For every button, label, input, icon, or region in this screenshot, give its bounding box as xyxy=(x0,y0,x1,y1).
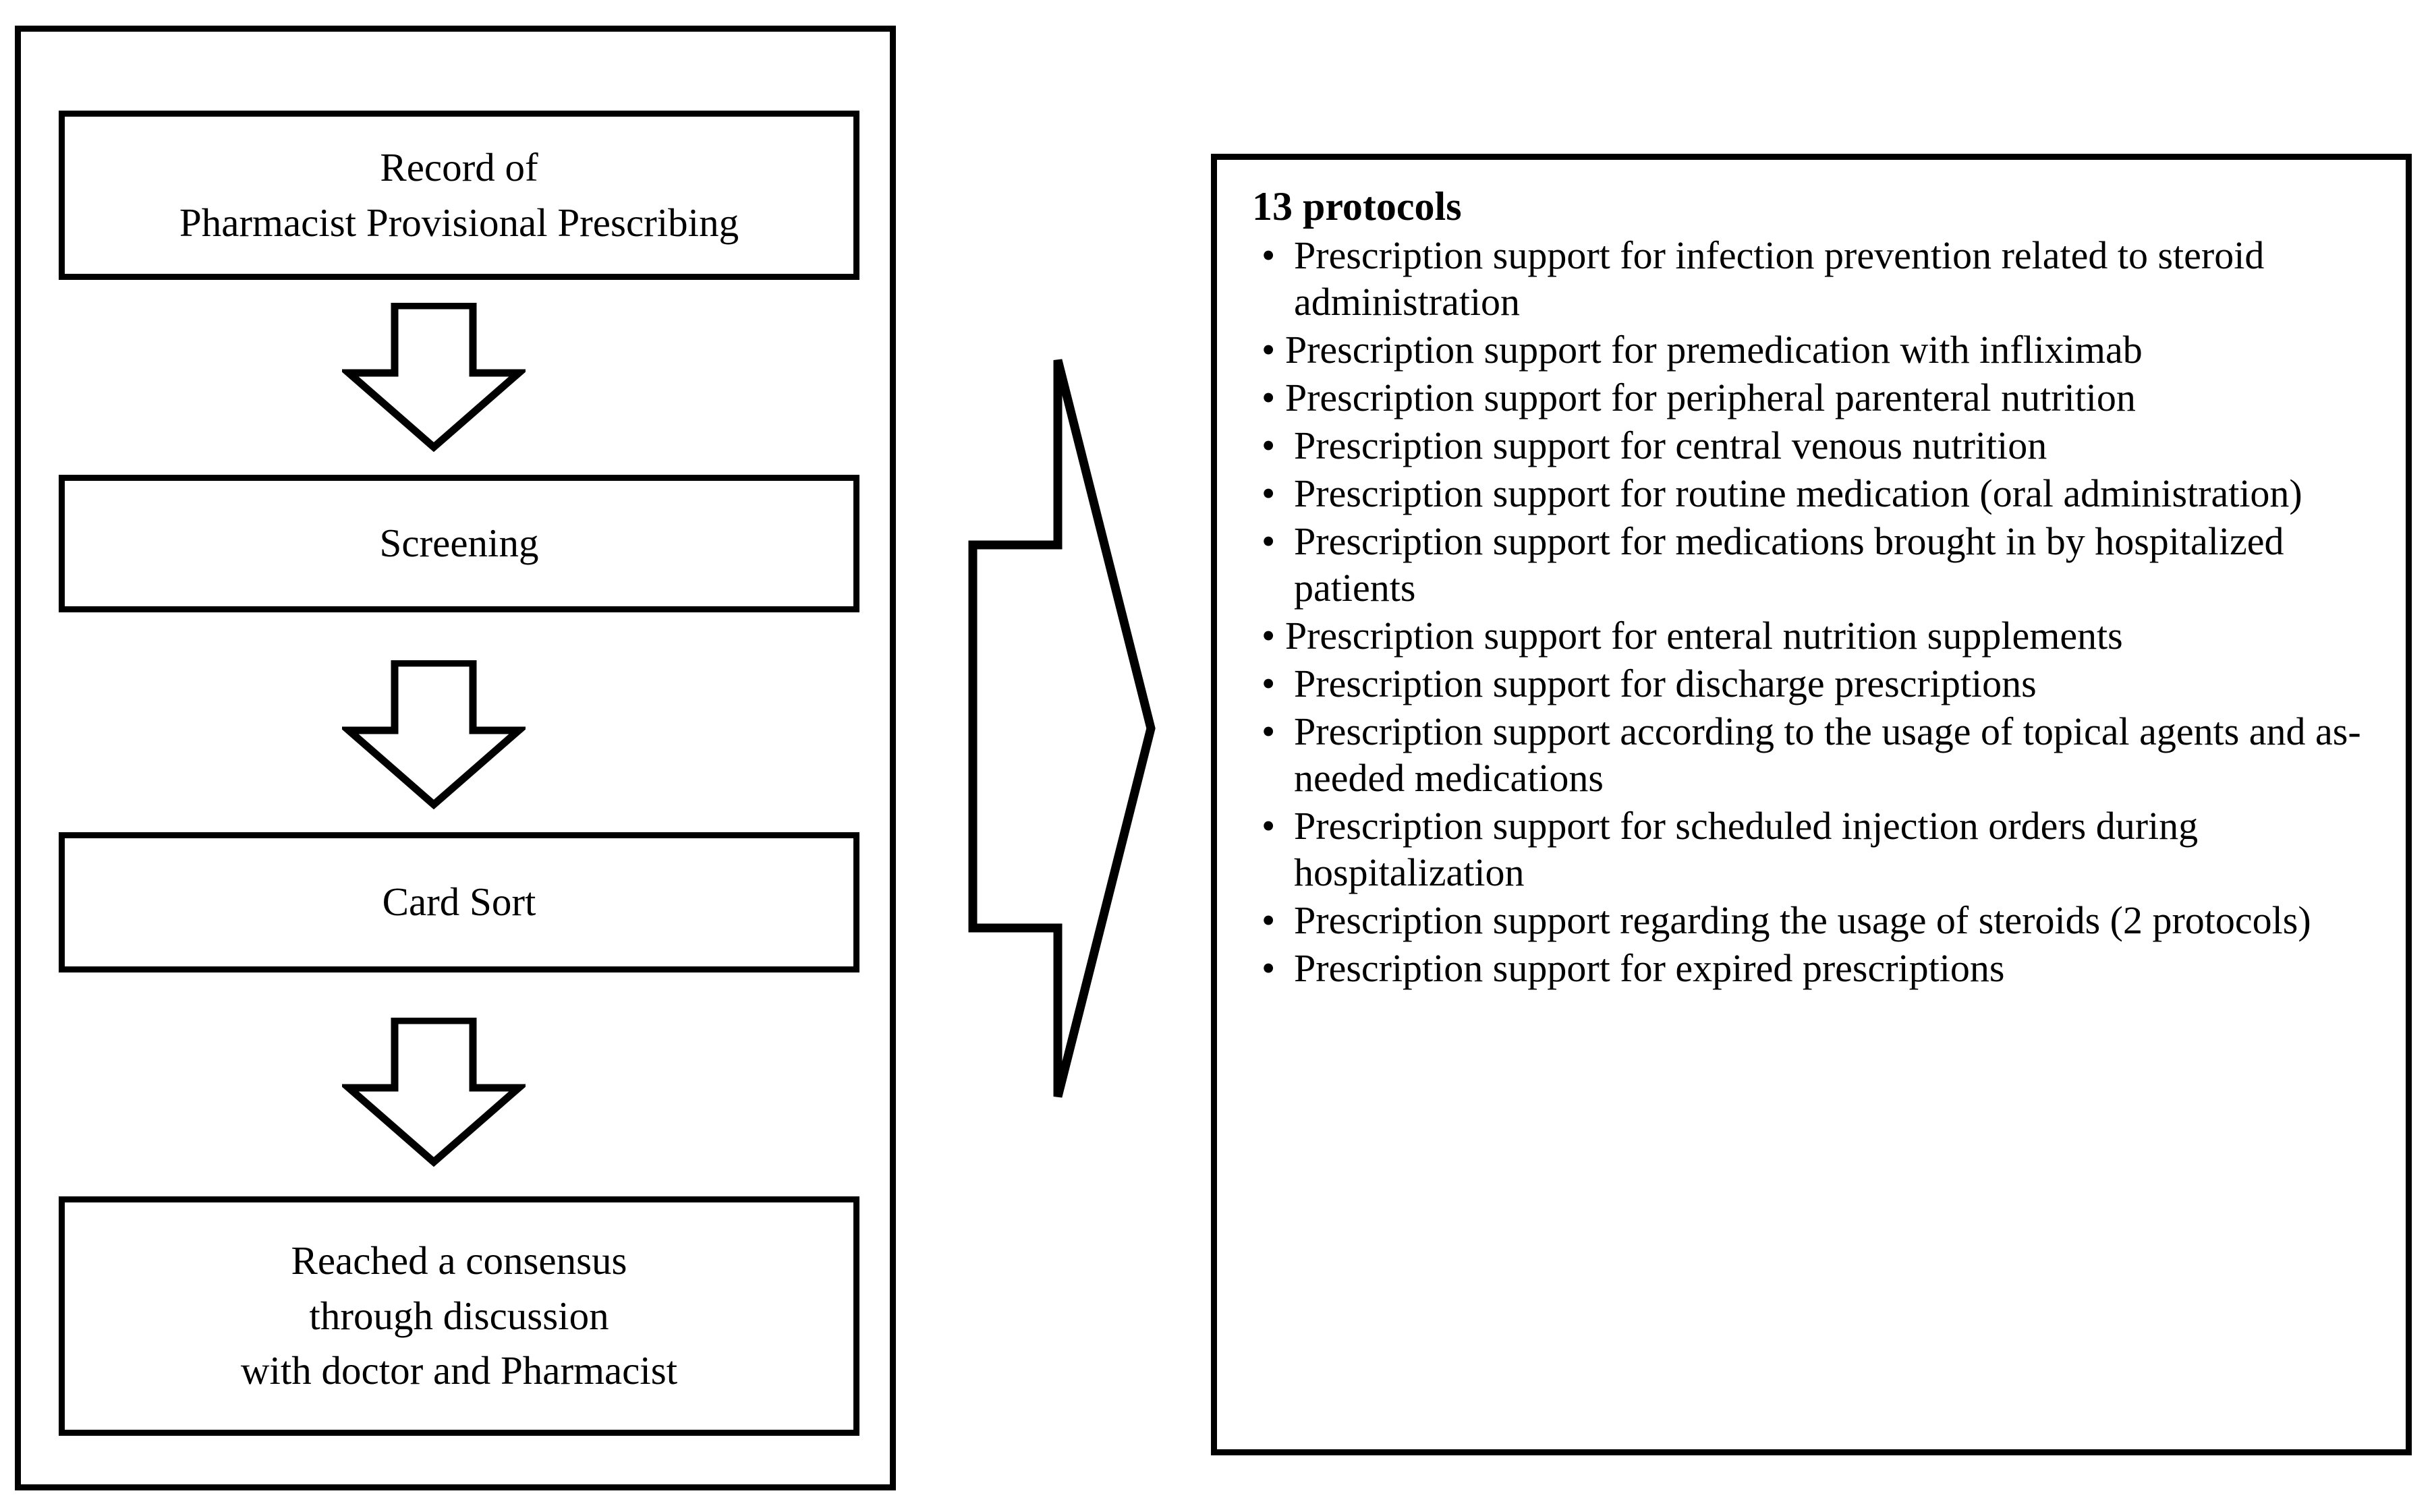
list-item: Prescription support for routine medicat… xyxy=(1240,470,2385,517)
flow-step-consensus-line-1: Reached a consensus xyxy=(291,1238,627,1283)
list-item: Prescription support for medications bro… xyxy=(1240,518,2385,611)
flow-step-cardsort: Card Sort xyxy=(59,832,859,972)
list-item-text: Prescription support for peripheral pare… xyxy=(1284,376,2136,420)
flow-step-consensus-line-3: with doctor and Pharmacist xyxy=(240,1348,678,1393)
flow-step-cardsort-line-1: Card Sort xyxy=(382,879,536,925)
bullet-icon: • xyxy=(1262,376,1276,420)
list-item: • Prescription support for peripheral pa… xyxy=(1240,374,2385,421)
list-item: • Prescription support for enteral nutri… xyxy=(1240,612,2385,659)
list-item-text: Prescription support for premedication w… xyxy=(1284,328,2143,372)
down-arrow-icon xyxy=(342,303,526,453)
protocols-list: Prescription support for infection preve… xyxy=(1240,232,2385,991)
flow-step-record-line-1: Record of xyxy=(380,145,538,190)
right-arrow-icon xyxy=(944,351,1228,1106)
protocols-panel: 13 protocols Prescription support for in… xyxy=(1211,154,2412,1455)
list-item: Prescription support according to the us… xyxy=(1240,708,2385,801)
list-item: • Prescription support for premedication… xyxy=(1240,326,2385,373)
down-arrow-icon xyxy=(342,660,526,810)
flow-step-screening: Screening xyxy=(59,475,859,612)
flowchart-panel: Record of Pharmacist Provisional Prescri… xyxy=(15,26,896,1490)
down-arrow-icon xyxy=(342,1018,526,1167)
list-item: Prescription support for discharge presc… xyxy=(1240,660,2385,707)
list-item: Prescription support for central venous … xyxy=(1240,422,2385,469)
protocols-heading: 13 protocols xyxy=(1252,184,1462,229)
flow-step-screening-line-1: Screening xyxy=(379,521,539,566)
list-item-text: Prescription support for enteral nutriti… xyxy=(1284,614,2123,658)
list-item: Prescription support for expired prescri… xyxy=(1240,945,2385,991)
list-item: Prescription support regarding the usage… xyxy=(1240,897,2385,943)
flow-step-record-line-2: Pharmacist Provisional Prescribing xyxy=(179,200,739,245)
list-item: Prescription support for scheduled injec… xyxy=(1240,803,2385,896)
flow-step-record: Record of Pharmacist Provisional Prescri… xyxy=(59,111,859,280)
bullet-icon: • xyxy=(1262,614,1276,658)
flow-step-consensus-line-2: through discussion xyxy=(309,1293,609,1338)
bullet-icon: • xyxy=(1262,328,1276,372)
list-item: Prescription support for infection preve… xyxy=(1240,232,2385,325)
flow-step-consensus: Reached a consensus through discussion w… xyxy=(59,1196,859,1436)
